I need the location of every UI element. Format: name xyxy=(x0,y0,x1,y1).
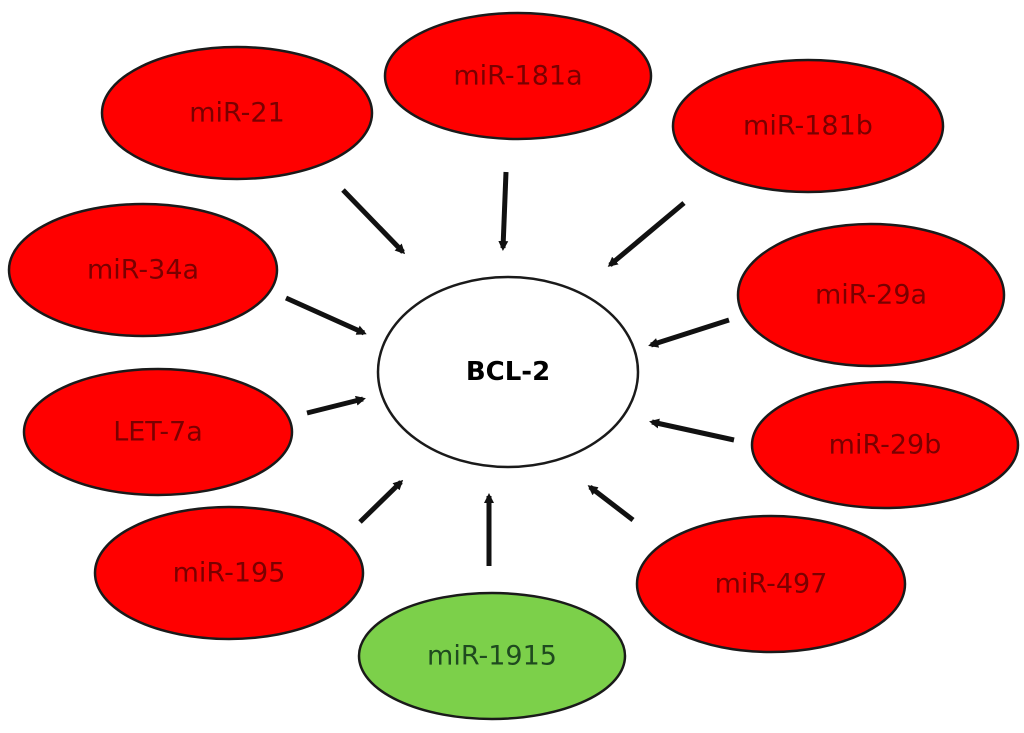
node-mir-181b: miR-181b xyxy=(671,58,945,194)
node-mir-29b-ellipse xyxy=(750,380,1020,510)
node-mir-181a-label: miR-181a xyxy=(453,61,582,92)
bcl2-ellipse xyxy=(376,275,640,469)
arrow-mir-497-to-bcl2 xyxy=(587,485,635,522)
node-mir-29a-label: miR-29a xyxy=(815,280,927,311)
node-mir-29b-label: miR-29b xyxy=(829,430,942,461)
nodes-layer: miR-21 miR-181a miR-181b miR-34a miR-29aLET-… xyxy=(7,11,1020,721)
node-mir-34a-label: miR-34a xyxy=(87,255,199,286)
node-let-7a: LET-7a xyxy=(22,367,294,497)
node-mir-497-label: miR-497 xyxy=(715,569,828,600)
arrow-mir-195-to-bcl2 xyxy=(358,479,404,524)
node-mir-29a: miR-29a xyxy=(736,222,1006,368)
node-mir-497: miR-497 xyxy=(635,514,907,654)
arrow-mir-34a-to-bcl2 xyxy=(284,295,367,336)
node-let-7a-label: LET-7a xyxy=(113,417,203,448)
node-let-7a-ellipse xyxy=(22,367,294,497)
node-mir-181a-ellipse xyxy=(383,11,653,141)
arrow-mir-181b-to-bcl2 xyxy=(607,201,686,267)
node-mir-195: miR-195 xyxy=(93,505,365,641)
node-mir-195-label: miR-195 xyxy=(173,558,286,589)
node-mir-181b-ellipse xyxy=(671,58,945,194)
node-mir-497-ellipse xyxy=(635,514,907,654)
node-mir-1915-ellipse xyxy=(357,591,627,721)
node-mir-29a-ellipse xyxy=(736,222,1006,368)
node-mir-21-ellipse xyxy=(100,45,374,181)
arrow-mir-181a-to-bcl2 xyxy=(498,171,509,251)
arrow-let-7a-to-bcl2 xyxy=(306,395,366,416)
node-mir-34a-ellipse xyxy=(7,202,279,338)
node-mir-1915: miR-1915 xyxy=(357,591,627,721)
node-mir-21: miR-21 xyxy=(100,45,374,181)
node-mir-29b: miR-29b xyxy=(750,380,1020,510)
node-mir-21-label: miR-21 xyxy=(189,98,285,129)
node-mir-195-ellipse xyxy=(93,505,365,641)
arrows-layer xyxy=(284,171,735,566)
node-mir-34a: miR-34a xyxy=(7,202,279,338)
node-mir-181a: miR-181a xyxy=(383,11,653,141)
arrow-mir-29b-to-bcl2 xyxy=(649,418,735,443)
arrow-mir-21-to-bcl2 xyxy=(341,188,406,255)
node-mir-1915-label: miR-1915 xyxy=(427,641,557,672)
bcl2-label: BCL-2 xyxy=(466,357,550,387)
bcl2-node: BCL-2 xyxy=(376,275,640,469)
node-mir-181b-label: miR-181b xyxy=(743,111,873,142)
arrow-mir-29a-to-bcl2 xyxy=(648,317,730,348)
